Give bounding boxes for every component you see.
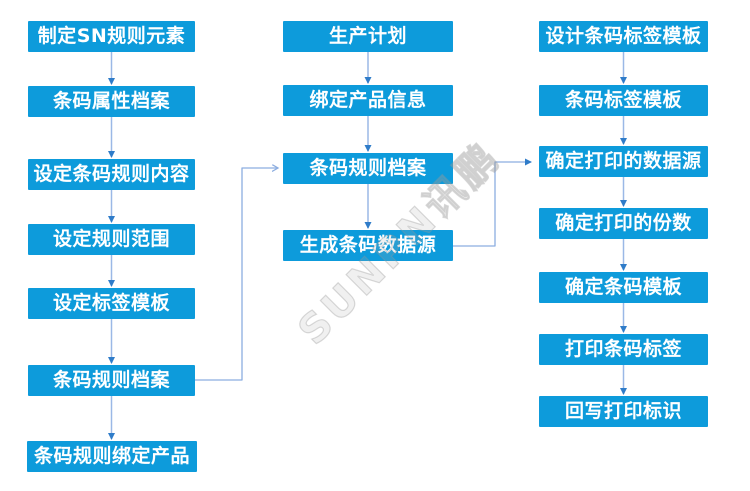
flow-node-right-2: 条码标签模板 — [539, 85, 708, 116]
flow-node-right-7: 回写打印标识 — [539, 396, 708, 427]
flow-node-left-5: 设定标签模板 — [28, 288, 195, 319]
flow-node-right-4: 确定打印的份数 — [539, 208, 708, 239]
flow-node-right-5: 确定条码模板 — [539, 272, 708, 303]
flow-node-right-6: 打印条码标签 — [539, 334, 708, 365]
flow-node-left-4: 设定规则范围 — [28, 224, 195, 255]
flow-node-middle-4: 生成条码数据源 — [283, 230, 453, 261]
flow-node-left-2: 条码属性档案 — [28, 86, 195, 117]
flow-node-middle-2: 绑定产品信息 — [283, 85, 453, 116]
flow-node-right-1: 设计条码标签模板 — [539, 21, 708, 52]
flow-node-middle-3: 条码规则档案 — [283, 153, 453, 184]
flow-node-left-1: 制定SN规则元素 — [28, 21, 195, 52]
flow-node-middle-1: 生产计划 — [283, 21, 453, 52]
connector-middle-to-right — [453, 158, 532, 247]
flow-node-left-3: 设定条码规则内容 — [28, 159, 195, 190]
flow-node-right-3: 确定打印的数据源 — [539, 146, 708, 177]
connector-left-to-middle — [195, 168, 278, 381]
flow-node-left-7: 条码规则绑定产品 — [27, 441, 197, 472]
flow-node-left-6: 条码规则档案 — [28, 365, 195, 396]
